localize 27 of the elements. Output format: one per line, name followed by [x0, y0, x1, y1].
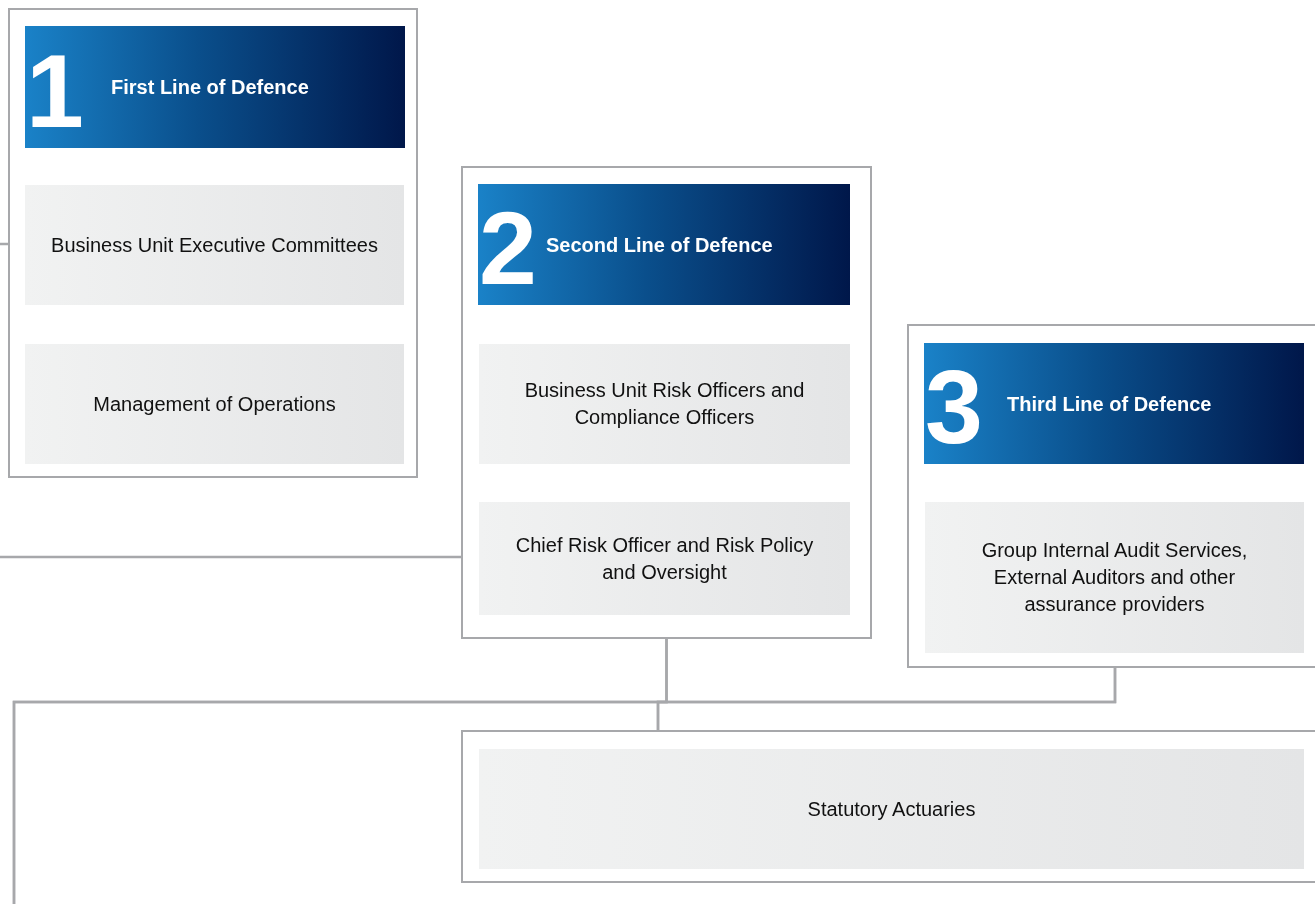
- line-number: 3: [925, 349, 983, 464]
- group-frame: [907, 324, 1315, 668]
- role-text: Management of Operations: [92, 391, 337, 417]
- line-number: 2: [479, 190, 537, 305]
- connector-line: [0, 555, 461, 559]
- role-text: Business Unit Risk Officers and Compliance Officers: [523, 378, 806, 430]
- connector-line: [12, 668, 1117, 904]
- role-box: [479, 749, 1304, 869]
- header-banner: [25, 26, 405, 148]
- role-text: Statutory Actuaries: [806, 796, 977, 822]
- role-text: Chief Risk Officer and Risk Policy and Oversight: [514, 532, 815, 585]
- header-title: Third Line of Defence: [1007, 392, 1212, 415]
- role-box: [925, 502, 1304, 653]
- header-title: Second Line of Defence: [546, 233, 773, 256]
- line-number: 1: [26, 33, 84, 148]
- header-banner: [924, 343, 1304, 464]
- role-box: [479, 502, 850, 615]
- group-frame: [461, 730, 1315, 883]
- group-frame: [8, 8, 418, 478]
- role-text: Group Internal Audit Services, External Auditors and other assurance providers: [980, 538, 1249, 617]
- header-title: First Line of Defence: [111, 75, 309, 99]
- group-frame: [461, 166, 872, 639]
- role-text: Business Unit Executive Committees: [50, 232, 379, 258]
- header-banner: [478, 184, 850, 305]
- role-box: [479, 344, 850, 464]
- role-box: [25, 344, 404, 464]
- role-box: [25, 185, 404, 305]
